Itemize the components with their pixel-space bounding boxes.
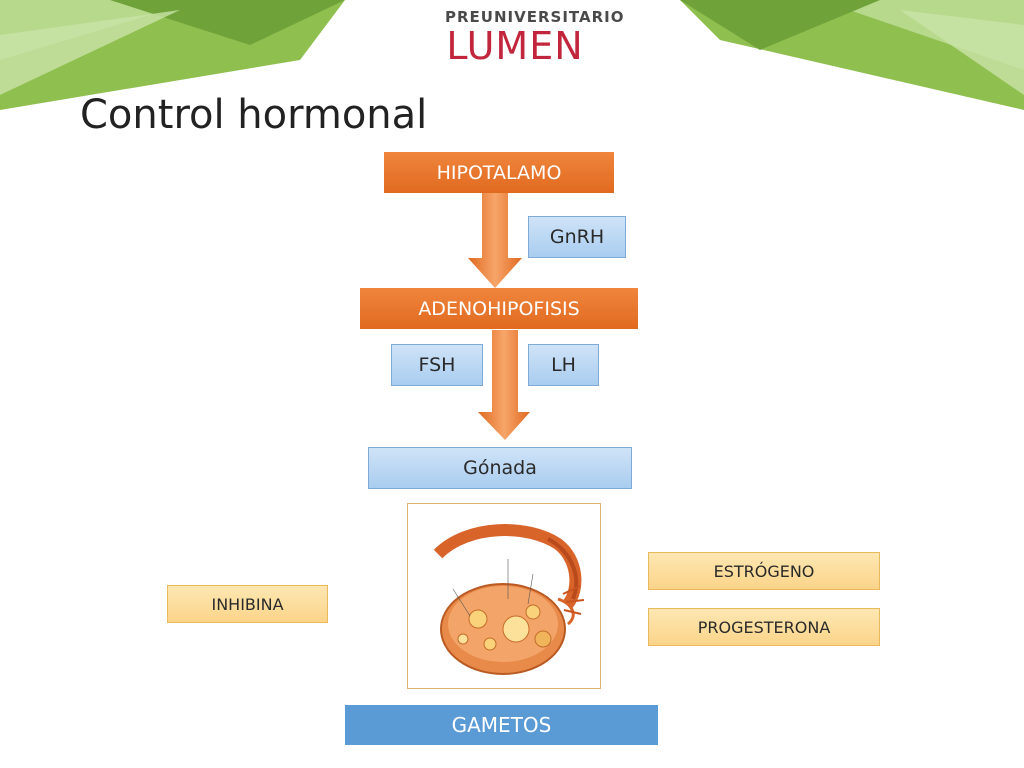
node-progesterona: PROGESTERONA [648,608,880,646]
node-fsh: FSH [391,344,483,386]
brand-logo: LUMEN [446,24,584,68]
header-decoration-left [0,0,1024,110]
page-title: Control hormonal [80,92,428,138]
ovary-image-frame [407,503,601,689]
node-gonada: Gónada [368,447,632,489]
down-arrow-2 [478,330,530,440]
node-gametos: GAMETOS [345,705,658,745]
node-lh: LH [528,344,599,386]
node-inhibina: INHIBINA [167,585,328,623]
node-estrogeno: ESTRÓGENO [648,552,880,590]
node-adenohipofisis: ADENOHIPOFISIS [360,288,638,329]
down-arrow-1 [468,193,522,288]
node-hipotalamo: HIPOTALAMO [384,152,614,193]
node-gnrh: GnRH [528,216,626,258]
ovary-illustration [433,524,585,675]
brand-top: PREUNIVERSITARIO [445,8,625,26]
